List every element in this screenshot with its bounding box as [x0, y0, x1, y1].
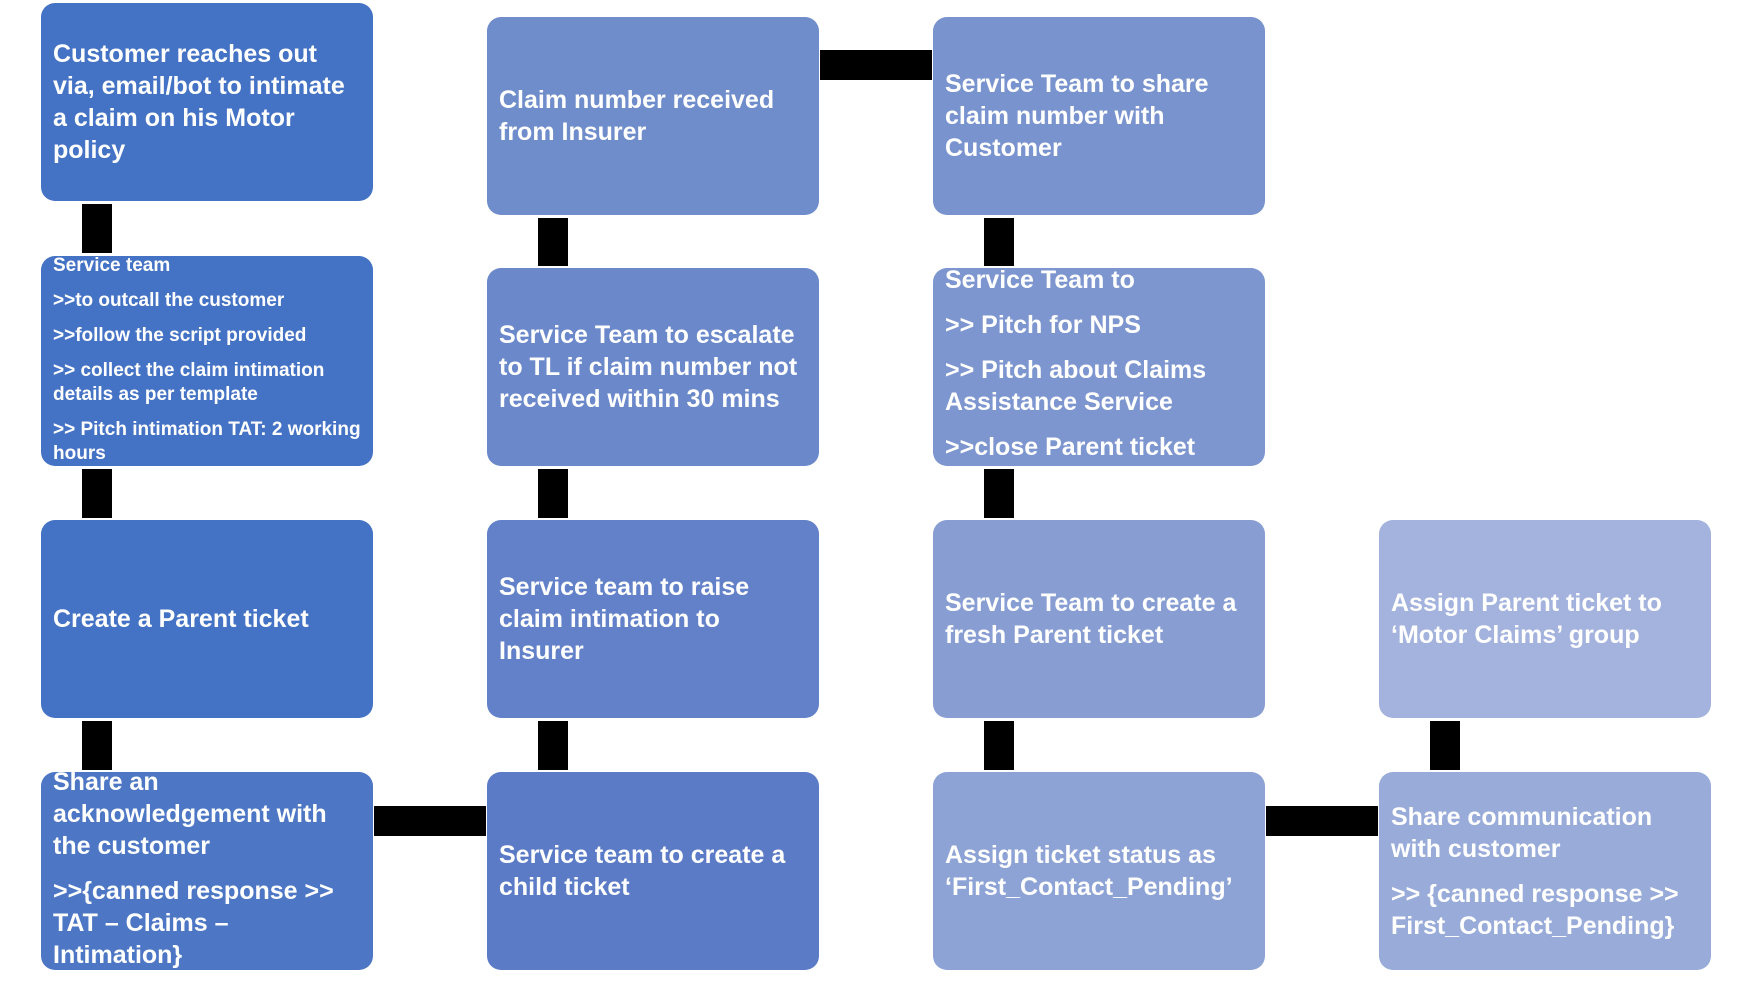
box-text: Create a Parent ticket: [53, 605, 309, 633]
box-raise-claim-intimation: Service team to raise claim intimation t…: [487, 520, 819, 718]
box-title: Service Team to: [945, 268, 1135, 294]
box-pitch-nps: Service Team to >> Pitch for NPS >> Pitc…: [933, 268, 1265, 466]
box-assign-first-contact: Assign ticket status as ‘First_Contact_P…: [933, 772, 1265, 970]
box-text: Customer reaches out via, email/bot to i…: [53, 40, 345, 164]
box-create-parent-ticket: Create a Parent ticket: [41, 520, 373, 718]
connector-c2-r1-r2: [538, 218, 568, 266]
connector-c2-r2-r3: [538, 469, 568, 518]
connector-c1-r1-r2: [82, 204, 112, 253]
connector-c2-r3-r4: [538, 721, 568, 770]
connector-c4-r3-r4: [1430, 721, 1460, 770]
box-text: Service Team to escalate to TL if claim …: [499, 321, 798, 413]
box-share-claim-number: Service Team to share claim number with …: [933, 17, 1265, 215]
box-create-child-ticket: Service team to create a child ticket: [487, 772, 819, 970]
connector-c2-c3-r1: [820, 50, 932, 80]
list-item: >>to outcall the customer: [53, 290, 285, 311]
box-service-team-outcall: Service team >>to outcall the customer >…: [41, 256, 373, 466]
list-item: >> Pitch for NPS: [945, 311, 1141, 339]
box-share-acknowledgement: Share an acknowledgement with the custom…: [41, 772, 373, 970]
box-text: Assign Parent ticket to ‘Motor Claims’ g…: [1391, 589, 1662, 649]
box-text: Service Team to create a fresh Parent ti…: [945, 589, 1237, 649]
connector-c3-r3-r4: [984, 721, 1014, 770]
list-item: >> Pitch about Claims Assistance Service: [945, 356, 1207, 416]
list-item: >> collect the claim intimation details …: [53, 360, 325, 405]
box-claim-number-received: Claim number received from Insurer: [487, 17, 819, 215]
list-item: >>follow the script provided: [53, 325, 307, 346]
box-text: Service Team to share claim number with …: [945, 70, 1209, 162]
connector-c1-r2-r3: [82, 469, 112, 518]
connector-c3-r2-r3: [984, 469, 1014, 518]
box-text: Claim number received from Insurer: [499, 86, 775, 146]
box-text: Service team to create a child ticket: [499, 841, 786, 901]
box-escalate-to-tl: Service Team to escalate to TL if claim …: [487, 268, 819, 466]
box-create-fresh-parent: Service Team to create a fresh Parent ti…: [933, 520, 1265, 718]
connector-c3-r1-r2: [984, 218, 1014, 266]
connector-c1-c2-r4: [374, 806, 486, 836]
box-text: Assign ticket status as ‘First_Contact_P…: [945, 841, 1233, 901]
box-text: Service team to raise claim intimation t…: [499, 573, 750, 665]
box-share-communication: Share communication with customer >> {ca…: [1379, 772, 1711, 970]
box-assign-motor-claims: Assign Parent ticket to ‘Motor Claims’ g…: [1379, 520, 1711, 718]
list-item: >>{canned response >> TAT – Claims – Int…: [53, 877, 334, 969]
box-title: Share an acknowledgement with the custom…: [53, 772, 327, 860]
box-title: Share communication with customer: [1391, 802, 1653, 863]
connector-c1-r3-r4: [82, 721, 112, 770]
box-title: Service team: [53, 256, 171, 276]
list-item: >> Pitch intimation TAT: 2 working hours: [53, 419, 361, 464]
connector-c3-c4-r4: [1266, 806, 1378, 836]
list-item: >> {canned response >> First_Contact_Pen…: [1391, 879, 1679, 940]
box-customer-reaches-out: Customer reaches out via, email/bot to i…: [41, 3, 373, 201]
list-item: >>close Parent ticket: [945, 433, 1196, 461]
